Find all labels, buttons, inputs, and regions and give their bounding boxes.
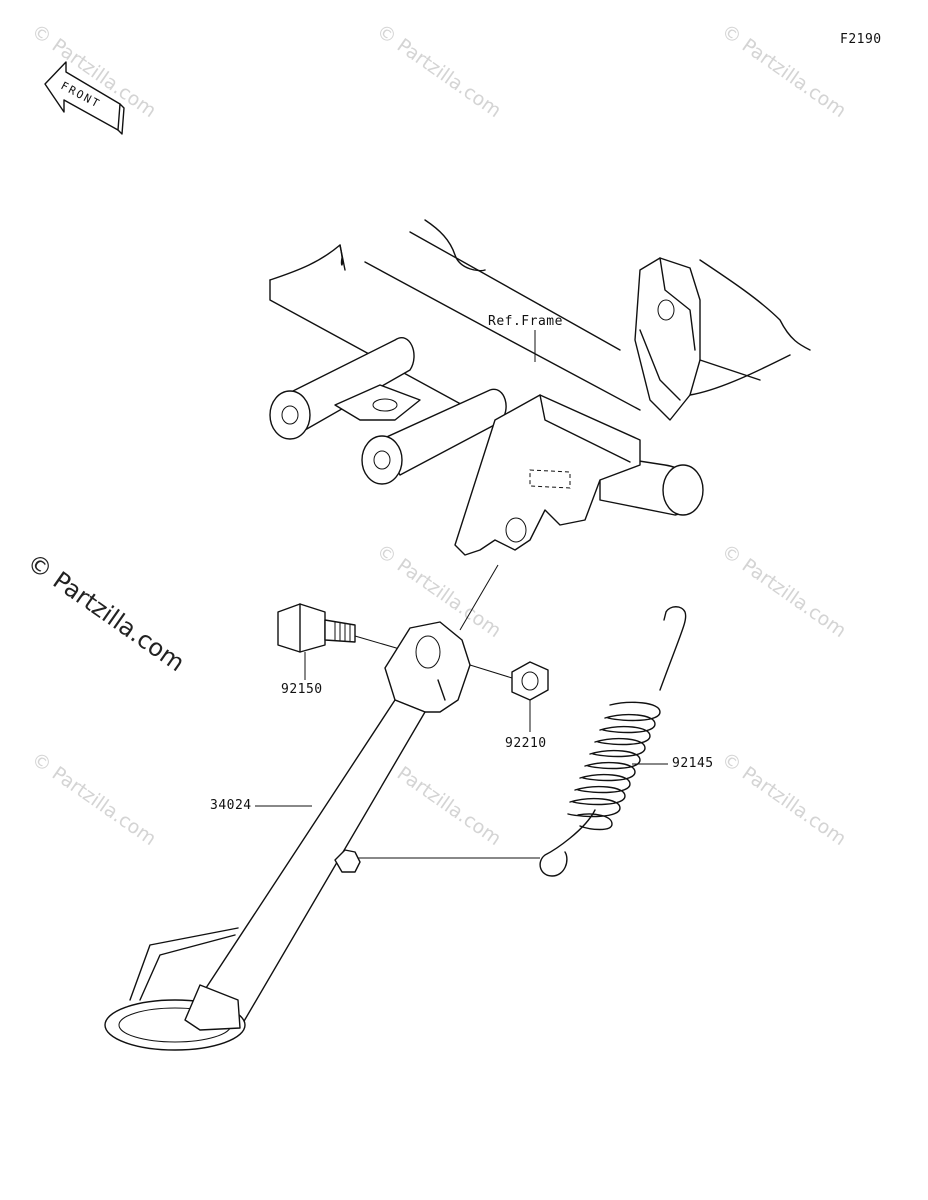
bolt-92150 <box>277 603 356 653</box>
nut-92210 <box>511 661 549 701</box>
part-label-ref-frame[interactable]: Ref.Frame <box>488 314 563 329</box>
part-label-92210[interactable]: 92210 <box>505 736 547 751</box>
leader-line <box>459 564 499 631</box>
part-label-34024[interactable]: 34024 <box>210 798 252 813</box>
leader-line <box>469 664 513 679</box>
side-stand-34024 <box>104 621 471 1051</box>
front-arrow-icon: FRONT <box>44 61 125 135</box>
part-label-92150[interactable]: 92150 <box>281 682 323 697</box>
figure-code: F2190 <box>840 32 882 47</box>
frame-ref <box>269 219 811 556</box>
spring-92145 <box>539 606 687 877</box>
part-label-92145[interactable]: 92145 <box>672 756 714 771</box>
